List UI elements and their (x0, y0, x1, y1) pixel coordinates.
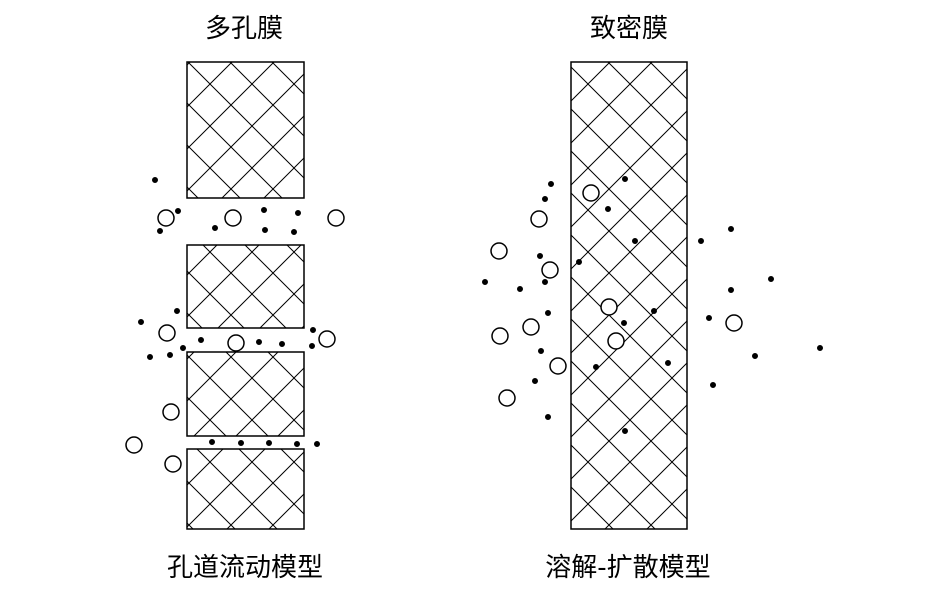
large-particle (318, 330, 336, 348)
small-particle (542, 196, 548, 202)
small-particle (212, 225, 218, 231)
small-particle (622, 176, 628, 182)
large-particle (491, 327, 509, 345)
small-particle (294, 441, 300, 447)
large-particle (530, 210, 548, 228)
large-particle (582, 184, 600, 202)
solution-diffusion-model-caption: 溶解-扩散模型 (545, 553, 711, 583)
large-particle (522, 318, 540, 336)
membrane-block-dense (570, 61, 688, 530)
small-particle (651, 308, 657, 314)
small-particle (545, 310, 551, 316)
small-particle (710, 382, 716, 388)
small-particle (537, 253, 543, 259)
membrane-block-1 (186, 61, 305, 199)
small-particle (261, 207, 267, 213)
small-particle (817, 345, 823, 351)
large-particles-porous (125, 209, 345, 473)
small-particle (174, 308, 180, 314)
particles-dense (482, 176, 823, 434)
small-particle (175, 208, 181, 214)
membrane-block-3 (186, 351, 305, 437)
large-particle (227, 334, 245, 352)
large-particles-dense (490, 184, 743, 407)
small-particle (621, 320, 627, 326)
small-particle (706, 315, 712, 321)
small-particle (295, 210, 301, 216)
large-particle (541, 261, 559, 279)
small-particle (698, 238, 704, 244)
small-particle (576, 259, 582, 265)
membrane-block-2 (186, 244, 305, 329)
small-particle (548, 181, 554, 187)
large-particle (162, 403, 180, 421)
small-particle (728, 287, 734, 293)
small-particle (542, 279, 548, 285)
small-particle (238, 440, 244, 446)
large-particle (725, 314, 743, 332)
pore-flow-model-caption: 孔道流动模型 (166, 553, 324, 583)
small-particle (147, 354, 153, 360)
small-particle (517, 286, 523, 292)
small-particle (768, 276, 774, 282)
large-particle (327, 209, 345, 227)
large-particle (125, 436, 143, 454)
small-particle (152, 177, 158, 183)
small-particle (209, 439, 215, 445)
dense-membrane (570, 61, 688, 530)
small-particle (279, 341, 285, 347)
large-particle (224, 209, 242, 227)
small-particle (593, 364, 599, 370)
small-particle (482, 279, 488, 285)
small-particle (266, 440, 272, 446)
small-particle (167, 352, 173, 358)
small-particle (532, 378, 538, 384)
small-particle (632, 238, 638, 244)
large-particle (600, 298, 618, 316)
large-particle (164, 455, 182, 473)
small-particle (728, 226, 734, 232)
small-particle (605, 206, 611, 212)
large-particle (157, 209, 175, 227)
small-particle (157, 228, 163, 234)
large-particle (549, 357, 567, 375)
membrane-block-4 (186, 448, 305, 530)
small-particle (622, 428, 628, 434)
small-particle (310, 327, 316, 333)
small-particle (262, 227, 268, 233)
small-particle (752, 353, 758, 359)
small-particle (538, 348, 544, 354)
small-particle (291, 229, 297, 235)
large-particle (158, 324, 176, 342)
porous-membrane-title: 多孔膜 (204, 14, 284, 44)
small-particle (180, 345, 186, 351)
large-particle (498, 389, 516, 407)
large-particle (607, 332, 625, 350)
particles-porous (138, 177, 320, 447)
dense-membrane-title: 致密膜 (589, 14, 669, 44)
small-particle (314, 441, 320, 447)
large-particle (490, 242, 508, 260)
small-particle (138, 319, 144, 325)
small-particle (545, 414, 551, 420)
small-particle (665, 360, 671, 366)
small-particle (256, 339, 262, 345)
small-particle (198, 337, 204, 343)
small-particle (309, 343, 315, 349)
porous-membrane (186, 61, 305, 530)
